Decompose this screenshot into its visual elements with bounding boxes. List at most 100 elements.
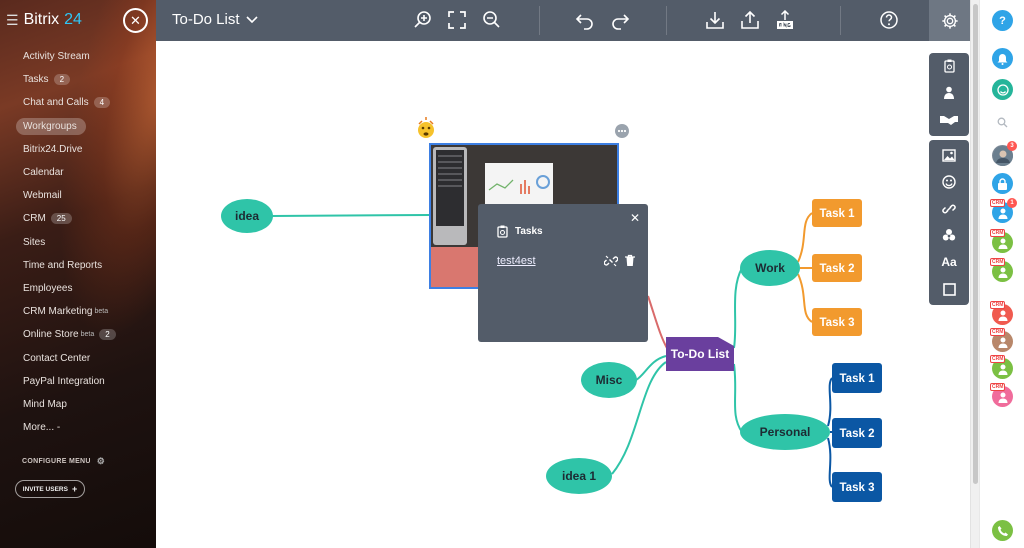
- task-link[interactable]: test4est: [497, 255, 536, 267]
- root-node[interactable]: To-Do List: [666, 337, 734, 371]
- sidebar-item-mind-map[interactable]: Mind Map: [0, 393, 156, 416]
- tool-group-top: [929, 53, 969, 136]
- settings-button[interactable]: [929, 0, 970, 41]
- invite-users-button[interactable]: INVITE USERS +: [15, 480, 85, 498]
- sidebar-item-bitrix24-drive[interactable]: Bitrix24.Drive: [0, 138, 156, 161]
- right-rail: ? 3 CRM 1 CRM CRM: [979, 0, 1024, 548]
- personal-task-1[interactable]: Task 1: [832, 363, 882, 393]
- sidebar-item-label: Time and Reports: [23, 259, 103, 271]
- fit-screen-button[interactable]: [446, 9, 468, 31]
- delete-button[interactable]: [622, 253, 637, 268]
- sidebar-item-time-and-reports[interactable]: Time and Reports: [0, 254, 156, 277]
- shape-tool-button[interactable]: [939, 279, 959, 299]
- popup-title: Tasks: [515, 226, 543, 237]
- node-tool-panel: Aa: [929, 53, 969, 305]
- configure-menu-label: CONFIGURE MENU: [22, 458, 91, 465]
- help-icon: [880, 11, 898, 29]
- chevron-down-icon: [245, 15, 258, 23]
- scrollbar-thumb[interactable]: [973, 4, 978, 484]
- vertical-scrollbar[interactable]: [970, 0, 979, 548]
- brand-name: Bitrix: [23, 11, 60, 28]
- image-tool-button[interactable]: [939, 145, 959, 165]
- zoom-in-button[interactable]: [412, 9, 434, 31]
- user-icon: [998, 208, 1007, 219]
- sidebar-item-employees[interactable]: Employees: [0, 277, 156, 300]
- share-button[interactable]: [739, 9, 761, 31]
- configure-menu-button[interactable]: CONFIGURE MENU ⚙: [22, 456, 105, 467]
- crm-contact-2[interactable]: CRM: [990, 229, 1013, 253]
- beta-tag: beta: [94, 308, 109, 316]
- brand-logo[interactable]: ☰ Bitrix 24: [6, 11, 82, 29]
- emoji-icon[interactable]: [418, 117, 434, 138]
- image-icon: [942, 148, 956, 162]
- contact-avatar[interactable]: 3: [992, 141, 1017, 166]
- node-idea[interactable]: idea: [221, 199, 273, 233]
- hamburger-icon[interactable]: ☰: [6, 11, 19, 28]
- apps-tool-button[interactable]: [939, 225, 959, 245]
- work-task-1[interactable]: Task 1: [812, 199, 862, 227]
- sidebar-item-contact-center[interactable]: Contact Center: [0, 346, 156, 369]
- map-title-dropdown[interactable]: To-Do List: [172, 11, 258, 28]
- live-feed-button[interactable]: [992, 79, 1013, 100]
- close-icon[interactable]: ✕: [629, 211, 640, 225]
- crm-contact-5[interactable]: CRM: [990, 328, 1013, 352]
- crm-contact-7[interactable]: CRM: [990, 383, 1013, 407]
- lock-button[interactable]: [992, 173, 1013, 194]
- crm-contact-1[interactable]: CRM 1: [990, 198, 1017, 223]
- more-options-icon[interactable]: [615, 124, 629, 138]
- text-format-icon: Aa: [941, 255, 957, 269]
- close-icon[interactable]: ✕: [123, 8, 148, 33]
- node-idea-1[interactable]: idea 1: [546, 458, 612, 494]
- sidebar-item-activity-stream[interactable]: Activity Stream: [0, 45, 156, 68]
- crm-tag: CRM: [990, 229, 1006, 237]
- search-button[interactable]: [992, 112, 1013, 133]
- undo-button[interactable]: [574, 9, 596, 31]
- emoji-tool-button[interactable]: [939, 172, 959, 192]
- top-toolbar: To-Do List: [156, 0, 970, 41]
- unlink-icon: [603, 255, 618, 266]
- unlink-button[interactable]: [603, 253, 618, 268]
- work-task-2[interactable]: Task 2: [812, 254, 862, 282]
- notifications-button[interactable]: [992, 48, 1013, 69]
- sidebar-item-workgroups[interactable]: Workgroups: [0, 115, 156, 138]
- node-misc[interactable]: Misc: [581, 362, 637, 398]
- download-button[interactable]: [704, 9, 726, 31]
- redo-icon: [612, 14, 630, 30]
- sidebar-item-calendar[interactable]: Calendar: [0, 161, 156, 184]
- personal-task-2-label: Task 2: [840, 428, 875, 440]
- crm-contact-3[interactable]: CRM: [990, 258, 1013, 282]
- help-button[interactable]: ?: [992, 10, 1013, 31]
- sidebar-item-paypal-integration[interactable]: PayPal Integration: [0, 370, 156, 393]
- redo-button[interactable]: [609, 9, 631, 31]
- text-format-tool-button[interactable]: Aa: [939, 252, 959, 272]
- work-task-3[interactable]: Task 3: [812, 308, 862, 336]
- invite-users-label: INVITE USERS: [22, 485, 68, 493]
- plus-icon: +: [71, 484, 78, 494]
- call-button[interactable]: [992, 520, 1013, 541]
- download-icon: [706, 12, 724, 29]
- user-tool-button[interactable]: [939, 83, 959, 103]
- sidebar-item-label: Calendar: [23, 167, 64, 179]
- personal-task-3[interactable]: Task 3: [832, 472, 882, 502]
- sidebar-item-more[interactable]: More... -: [0, 416, 156, 439]
- crm-contact-6[interactable]: CRM: [990, 355, 1013, 379]
- sidebar-item-sites[interactable]: Sites: [0, 231, 156, 254]
- crm-contact-4[interactable]: CRM: [990, 301, 1013, 325]
- node-work[interactable]: Work: [740, 250, 800, 286]
- avatar-icon: [992, 145, 1013, 166]
- user-icon: [998, 392, 1007, 403]
- link-tool-button[interactable]: [939, 199, 959, 219]
- node-personal[interactable]: Personal: [740, 414, 830, 450]
- help-button[interactable]: [878, 9, 900, 31]
- deal-tool-button[interactable]: [939, 110, 959, 130]
- sidebar-item-webmail[interactable]: Webmail: [0, 184, 156, 207]
- personal-task-2[interactable]: Task 2: [832, 418, 882, 448]
- task-tool-button[interactable]: [939, 56, 959, 76]
- zoom-out-button[interactable]: [480, 9, 502, 31]
- export-png-button[interactable]: [774, 9, 796, 31]
